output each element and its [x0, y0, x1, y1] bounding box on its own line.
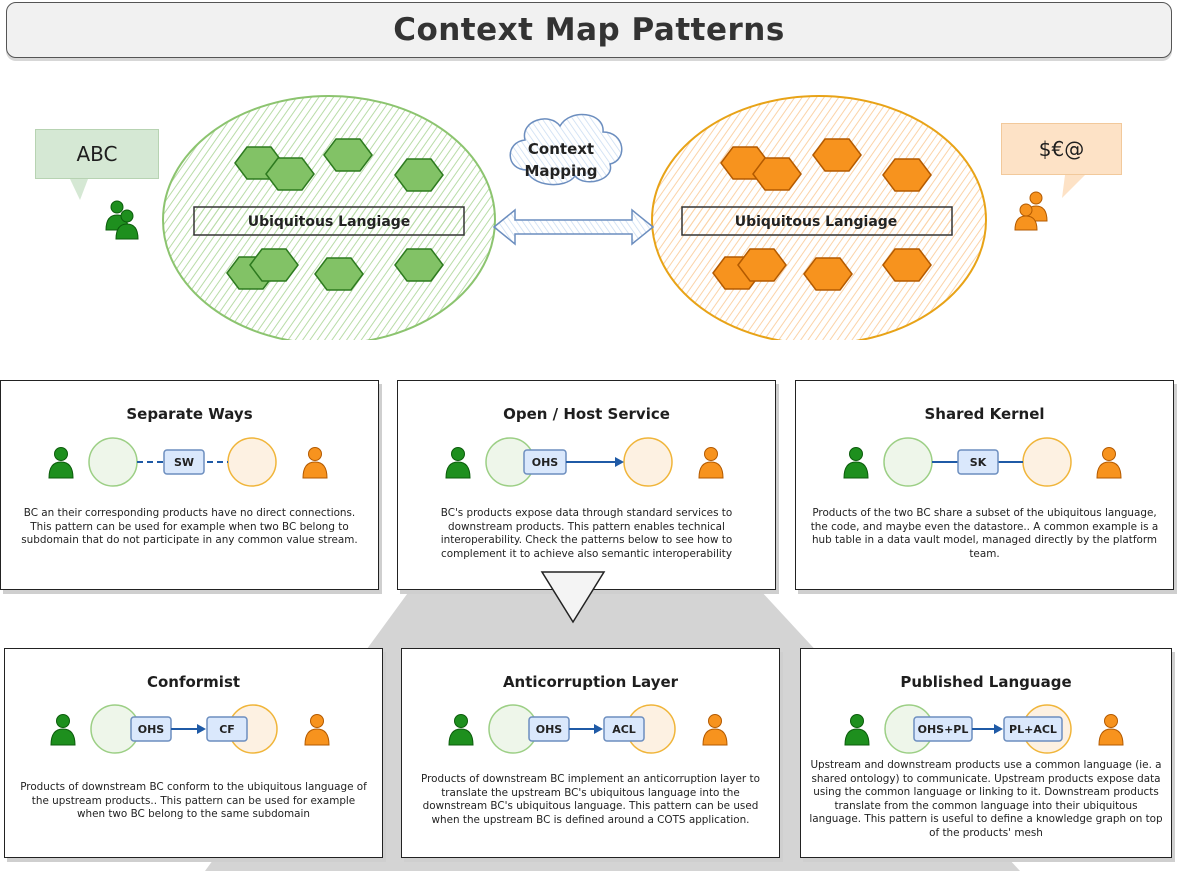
- page-title: Context Map Patterns: [6, 2, 1172, 58]
- green-user-icon: [843, 447, 869, 479]
- right-language-banner: [681, 206, 953, 236]
- right-speech-bubble: $€@: [1001, 123, 1122, 175]
- panel-title: Anticorruption Layer: [502, 673, 679, 691]
- hexagon-icon: [314, 257, 364, 291]
- hexagon-icon: [394, 248, 444, 282]
- upstream-bc-circle: [88, 437, 138, 487]
- left-speech-bubble: ABC: [35, 129, 159, 179]
- cf-label: CF: [206, 716, 248, 742]
- pattern-label-text: SW: [174, 456, 194, 469]
- panel-separate-ways: Separate Ways BC an their corresponding …: [0, 380, 379, 590]
- panel-shared-kernel: Shared Kernel Products of the two BC sha…: [795, 380, 1174, 590]
- conformist-arrow: [171, 724, 206, 734]
- hexagon-groups: [226, 138, 932, 291]
- green-user-icon: [844, 714, 870, 746]
- panel-description: BC's products expose data through standa…: [440, 507, 733, 560]
- hexagon-icon: [882, 248, 932, 282]
- sw-label: SW: [163, 449, 205, 475]
- ohs-pl-label: OHS+PL: [913, 716, 973, 742]
- pl-acl-label: PL+ACL: [1003, 716, 1063, 742]
- context-mapping-cloud: [509, 113, 623, 186]
- mapping-double-arrow: [492, 208, 655, 246]
- cloud-text-line1: Context: [528, 140, 594, 158]
- upstream-bc-circle: [883, 437, 933, 487]
- pattern-label-text: OHS: [532, 456, 559, 469]
- left-bubble-text: ABC: [76, 142, 118, 166]
- hexagon-icon: [323, 138, 373, 172]
- pattern-label-text: OHS: [138, 723, 165, 736]
- panel-conformist: Conformist Products of downstream BC con…: [4, 648, 383, 858]
- panel-published-language: Published Language Upstream and downstre…: [800, 648, 1172, 858]
- panel-description: Products of downstream BC conform to the…: [20, 781, 367, 820]
- panel-title: Open / Host Service: [503, 405, 670, 423]
- panel-title: Conformist: [146, 673, 241, 691]
- right-bubble-text: $€@: [1038, 137, 1085, 161]
- green-user-icon: [50, 714, 76, 746]
- sk-label: SK: [957, 449, 999, 475]
- downstream-bc-circle: [227, 437, 277, 487]
- orange-user-icon: [1098, 714, 1124, 746]
- panel-title: Shared Kernel: [924, 405, 1045, 423]
- orange-user-icon: [698, 447, 724, 479]
- orange-user-icon: [702, 714, 728, 746]
- panel-open-host-service: Open / Host Service BC's products expose…: [397, 380, 776, 590]
- left-users-icon: [105, 200, 139, 240]
- left-banner-text: Ubiquitous Langiage: [248, 214, 411, 230]
- page-title-text: Context Map Patterns: [393, 12, 785, 48]
- pattern-label-text: OHS: [536, 723, 563, 736]
- ohs-arrow: [566, 457, 624, 467]
- acl-arrow: [569, 724, 603, 734]
- hexagon-icon: [249, 248, 299, 282]
- ohs-label: OHS: [130, 716, 172, 742]
- panel-description: Products of the two BC share a subset of…: [810, 507, 1159, 560]
- right-users-icon: [1014, 191, 1048, 231]
- ohs-label: OHS: [528, 716, 570, 742]
- acl-label: ACL: [603, 716, 645, 742]
- orange-user-icon: [1096, 447, 1122, 479]
- left-language-banner: [193, 206, 465, 236]
- hexagon-icon: [265, 157, 315, 191]
- hexagon-icon: [737, 248, 787, 282]
- hexagon-icon: [394, 158, 444, 192]
- downstream-bc-circle: [623, 437, 673, 487]
- orange-user-icon: [304, 714, 330, 746]
- panel-title: Published Language: [900, 673, 1072, 691]
- right-bubble-tail: [1062, 175, 1085, 198]
- panel-anticorruption-layer: Anticorruption Layer Products of downstr…: [401, 648, 780, 858]
- pattern-label-text: CF: [219, 723, 235, 736]
- pattern-label-text: OHS+PL: [918, 723, 969, 736]
- hexagon-icon: [752, 157, 802, 191]
- panel-description: Products of downstream BC implement an a…: [421, 773, 760, 826]
- ohs-label: OHS: [523, 449, 567, 475]
- down-triangle-icon: [540, 571, 606, 624]
- hexagon-icon: [812, 138, 862, 172]
- left-bubble-tail: [70, 179, 88, 200]
- green-user-icon: [448, 714, 474, 746]
- green-user-icon: [48, 447, 74, 479]
- hexagon-icon: [803, 257, 853, 291]
- downstream-bc-circle: [1022, 437, 1072, 487]
- panel-description: BC an their corresponding products have …: [21, 507, 358, 546]
- pattern-label-text: SK: [970, 456, 987, 469]
- right-banner-text: Ubiquitous Langiage: [735, 214, 898, 230]
- published-language-arrow: [972, 724, 1003, 734]
- hero-diagram: Ubiquitous Langiage Ubiquitous Langiage …: [70, 95, 1085, 340]
- panel-title: Separate Ways: [126, 405, 253, 423]
- cloud-text-line2: Mapping: [524, 162, 597, 180]
- panel-description: Upstream and downstream products use a c…: [809, 759, 1163, 839]
- hexagon-icon: [882, 158, 932, 192]
- orange-user-icon: [302, 447, 328, 479]
- pattern-label-text: PL+ACL: [1009, 723, 1057, 736]
- green-user-icon: [445, 447, 471, 479]
- pattern-label-text: ACL: [612, 723, 636, 736]
